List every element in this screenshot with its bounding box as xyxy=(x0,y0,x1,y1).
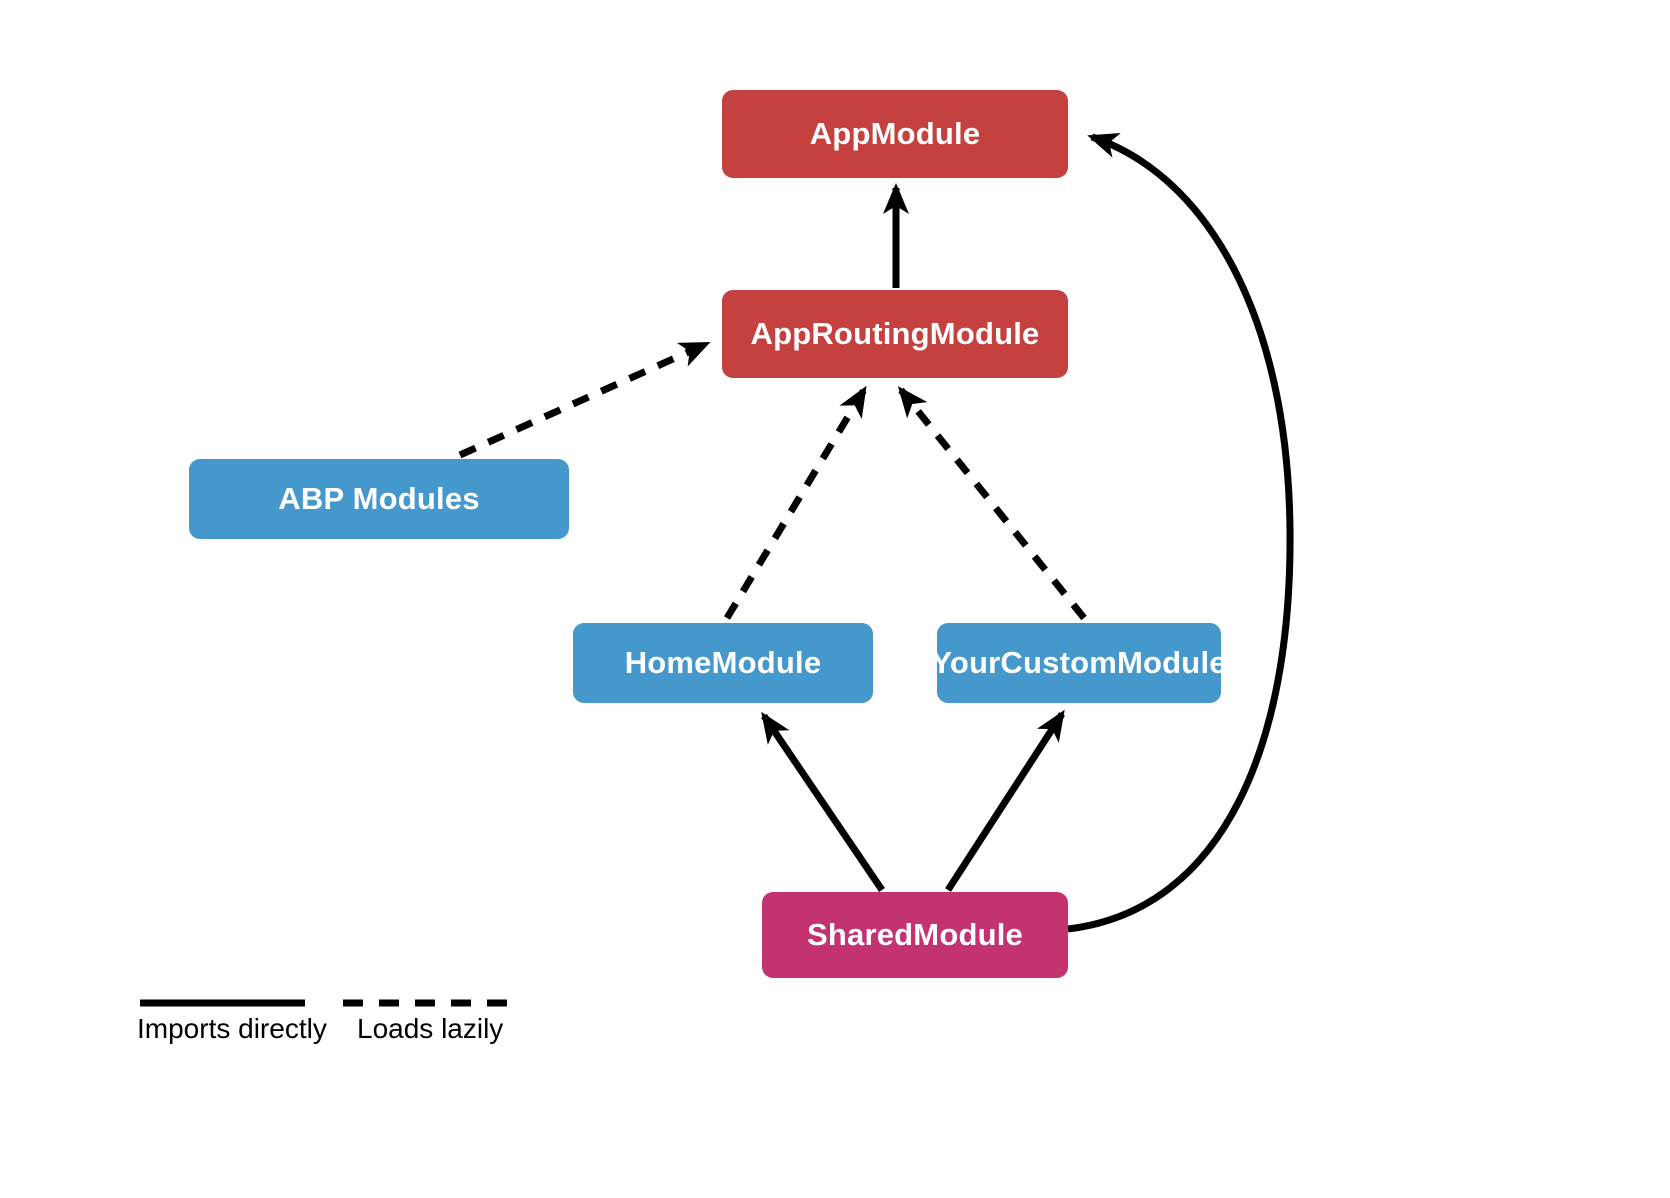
edge-abpmodules-to-approutingmodule xyxy=(458,340,711,459)
edge-yourcustommodule-to-approutingmodule xyxy=(897,386,1087,621)
node-app-routing-module: AppRoutingModule xyxy=(722,290,1068,378)
node-abp-modules: ABP Modules xyxy=(189,459,569,539)
edge-sharedmodule-to-appmodule xyxy=(1067,132,1294,933)
node-your-custom-module: YourCustomModule xyxy=(931,623,1227,703)
node-home-module: HomeModule xyxy=(573,623,873,703)
node-app-module: AppModule xyxy=(722,90,1068,178)
legend-solid-label: Imports directly xyxy=(137,1013,327,1044)
node-shared-module: SharedModule xyxy=(762,892,1068,978)
legend-dashed-label: Loads lazily xyxy=(357,1013,504,1044)
edge-sharedmodule-to-homemodule xyxy=(761,711,885,892)
edge-homemodule-to-approutingmodule xyxy=(723,385,868,620)
edge-sharedmodule-to-yourcustommodule xyxy=(945,709,1065,892)
